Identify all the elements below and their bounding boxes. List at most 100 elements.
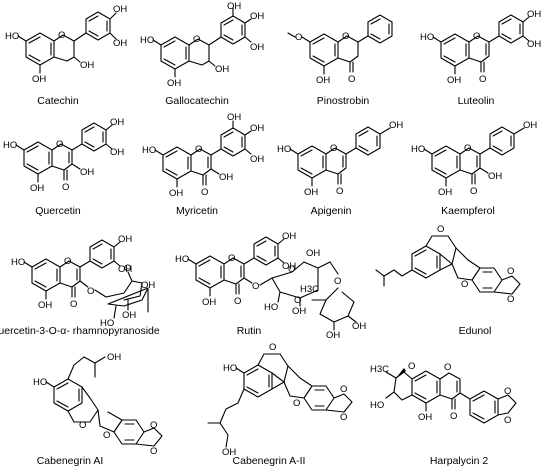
cabenegrin-ai-structure: OH HO O O O O bbox=[33, 352, 163, 457]
apigenin-structure: O HO OH OH O bbox=[277, 120, 403, 198]
hydroxyl-label: OH bbox=[326, 330, 340, 341]
hydroxyl-label: OH bbox=[352, 321, 366, 332]
hydroxyl-label: OH bbox=[306, 248, 320, 259]
hydroxyl-label: HO bbox=[264, 302, 278, 313]
hydroxyl-label: OH bbox=[227, 1, 241, 12]
rhamnose-oxygen-label: O bbox=[294, 295, 301, 306]
hydroxyl-label: OH bbox=[113, 4, 127, 15]
compound-name-edunol: Edunol bbox=[459, 325, 492, 337]
hydroxyl-label: HO bbox=[411, 144, 425, 155]
glycosidic-oxygen-label: O bbox=[252, 281, 259, 292]
compound-name-harpalycin-2: Harpalycin 2 bbox=[430, 455, 489, 467]
hydroxyl-label: HO bbox=[420, 32, 434, 43]
compound-name-gallocatechin: Gallocatechin bbox=[165, 95, 229, 107]
hydroxyl-label: HO bbox=[11, 257, 25, 268]
ring-oxygen-label: O bbox=[56, 139, 63, 150]
hydroxyl-label: OH bbox=[304, 187, 318, 198]
hydroxyl-label: OH bbox=[250, 123, 264, 134]
hydroxyl-label: HO bbox=[3, 140, 17, 151]
compound-name-rutin: Rutin bbox=[237, 325, 262, 337]
compound-name-myricetin: Myricetin bbox=[176, 205, 218, 217]
compound-name-pinostrobin: Pinostrobin bbox=[317, 95, 370, 107]
hydroxyl-label: HO bbox=[140, 35, 154, 46]
carbonyl-oxygen-label: O bbox=[62, 182, 69, 193]
rutin-structure: O HO OH OH OH O O O OH OH HO O O OH OH H… bbox=[175, 231, 366, 341]
hydroxyl-label: OH bbox=[250, 154, 264, 165]
quercetin-rhamnoside-structure: O HO OH OH OH O O O OH HO OH bbox=[11, 234, 155, 329]
carbonyl-oxygen-label: O bbox=[348, 74, 355, 85]
methyl-label: H3C bbox=[300, 284, 319, 295]
linker-oxygen-label: O bbox=[334, 276, 341, 287]
hydroxyl-label: OH bbox=[202, 297, 216, 308]
hydroxyl-label: OH bbox=[38, 300, 52, 311]
ring-oxygen-label: O bbox=[473, 31, 480, 42]
catechin-structure: O HO OH OH OH OH bbox=[5, 4, 127, 85]
hydroxyl-label: OH bbox=[438, 187, 452, 198]
pyranone-oxygen-label: O bbox=[444, 362, 451, 373]
dioxole-oxygen-label: O bbox=[507, 294, 514, 305]
hydroxyl-label: OH bbox=[389, 120, 403, 131]
myricetin-structure: O HO OH OH OH OH OH O bbox=[142, 112, 264, 199]
hydroxyl-label: OH bbox=[110, 147, 124, 158]
kaempferol-structure: O HO OH OH OH O bbox=[411, 120, 537, 198]
carbonyl-oxygen-label: O bbox=[70, 299, 77, 310]
dioxole-oxygen-label: O bbox=[504, 415, 511, 426]
glucose-oxygen-label: O bbox=[288, 264, 295, 275]
pinostrobin-structure: O O OH O bbox=[287, 14, 393, 86]
hydroxyl-label: OH bbox=[110, 117, 124, 128]
hydroxyl-label: OH bbox=[523, 120, 537, 131]
compound-name-apigenin: Apigenin bbox=[311, 205, 352, 217]
hydroxyl-label: OH bbox=[215, 64, 229, 75]
hydroxyl-label: HO bbox=[33, 377, 47, 388]
edunol-structure: O O O O bbox=[375, 224, 521, 305]
hydroxyl-label: HO bbox=[370, 400, 384, 411]
dioxole-oxygen-label: O bbox=[507, 266, 514, 277]
furan-oxygen-label: O bbox=[103, 430, 110, 441]
hydroxyl-label: OH bbox=[250, 11, 264, 22]
compound-name-kaempferol: Kaempferol bbox=[441, 205, 495, 217]
ring-oxygen-label: O bbox=[58, 30, 65, 41]
hydroxyl-label: OH bbox=[113, 38, 127, 49]
dioxole-oxygen-label: O bbox=[340, 384, 347, 395]
hydroxyl-label: OH bbox=[227, 112, 241, 123]
carbonyl-oxygen-label: O bbox=[479, 74, 486, 85]
compound-name-quercetin: Quercetin bbox=[35, 205, 81, 217]
methoxy-oxygen-label: O bbox=[295, 32, 302, 43]
hydroxyl-label: HO bbox=[142, 145, 156, 156]
hydroxyl-label: OH bbox=[80, 167, 94, 178]
ring-oxygen-label: O bbox=[79, 420, 86, 431]
hydroxyl-label: OH bbox=[250, 42, 264, 53]
ring-oxygen-label: O bbox=[408, 361, 415, 372]
ring-oxygen-label: O bbox=[330, 143, 337, 154]
hydroxyl-label: OH bbox=[141, 280, 155, 291]
compound-name-catechin: Catechin bbox=[37, 95, 79, 107]
ring-oxygen-label: O bbox=[193, 34, 200, 45]
cabenegrin-a-ii-structure: HO O O O O OH bbox=[207, 342, 353, 458]
compound-name-quercetin-rhamnoside: Quercetin-3-O-α- rhamnopyranoside bbox=[0, 325, 160, 337]
hydroxyl-label: OH bbox=[118, 234, 132, 245]
hydroxyl-label: HO bbox=[100, 318, 114, 329]
hydroxyl-label: HO bbox=[223, 363, 237, 374]
dioxole-oxygen-label: O bbox=[150, 420, 157, 431]
hydroxyl-label: OH bbox=[169, 188, 183, 199]
ring-oxygen-label: O bbox=[464, 143, 471, 154]
carbonyl-oxygen-label: O bbox=[470, 186, 477, 197]
hydroxyl-label: OH bbox=[30, 183, 44, 194]
ring-oxygen-label: O bbox=[342, 31, 349, 42]
hydroxyl-label: OH bbox=[107, 352, 121, 363]
gallocatechin-structure: O HO OH OH OH OH OH bbox=[140, 1, 264, 89]
hydroxyl-label: OH bbox=[527, 9, 541, 20]
hydroxyl-label: HO bbox=[175, 254, 189, 265]
hydroxyl-label: OH bbox=[282, 231, 296, 242]
hydroxyl-label: OH bbox=[282, 261, 296, 272]
methyl-label: H3C bbox=[370, 364, 389, 375]
ring-oxygen-label: O bbox=[437, 224, 444, 235]
carbonyl-oxygen-label: O bbox=[201, 187, 208, 198]
dioxole-oxygen-label: O bbox=[340, 412, 347, 423]
compound-name-cabenegrin-ai: Cabenegrin AI bbox=[37, 455, 104, 467]
sugar-oxygen-label: O bbox=[124, 263, 131, 274]
hydroxyl-label: HO bbox=[277, 144, 291, 155]
hydroxyl-label: OH bbox=[292, 306, 306, 317]
